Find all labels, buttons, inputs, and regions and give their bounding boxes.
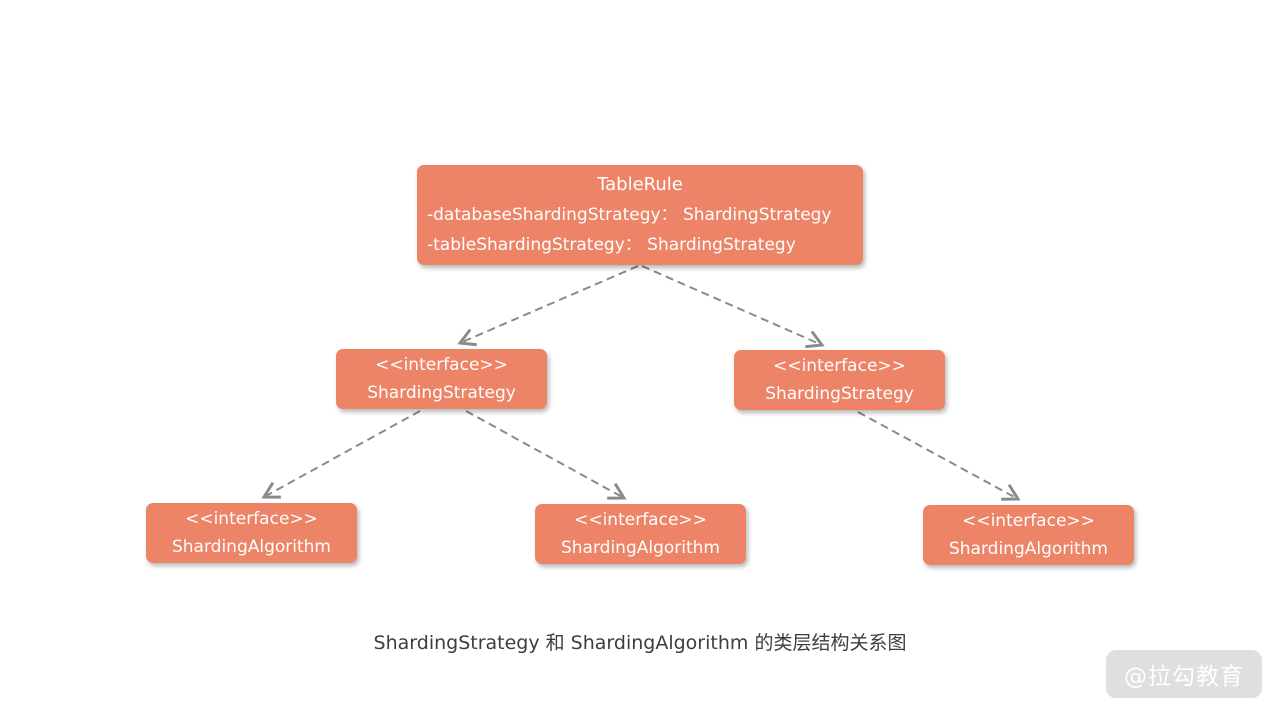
stereotype-label: <<interface>>: [185, 509, 318, 529]
interface-name: ShardingStrategy: [765, 384, 914, 404]
node-sharding-strategy-right: <<interface>> ShardingStrategy: [734, 350, 945, 410]
tablerule-title: TableRule: [597, 174, 683, 195]
tablerule-field-table-sharding-strategy: -tableShardingStrategy： ShardingStrategy: [427, 235, 796, 255]
node-tablerule: TableRule -databaseShardingStrategy： Sha…: [417, 165, 863, 265]
interface-name: ShardingStrategy: [367, 383, 516, 403]
connector-strategy-left-to-algo-middle: [465, 410, 627, 500]
connector-strategy-right-to-algo-right: [857, 411, 1021, 501]
node-sharding-algorithm-left: <<interface>> ShardingAlgorithm: [146, 503, 357, 563]
interface-name: ShardingAlgorithm: [948, 539, 1108, 559]
interface-name: ShardingAlgorithm: [560, 538, 720, 558]
stereotype-label: <<interface>>: [574, 510, 707, 530]
node-sharding-strategy-left: <<interface>> ShardingStrategy: [336, 349, 547, 409]
diagram-caption: ShardingStrategy 和 ShardingAlgorithm 的类层…: [373, 632, 907, 654]
stereotype-label: <<interface>>: [962, 511, 1095, 531]
stereotype-label: <<interface>>: [773, 356, 906, 376]
watermark-badge: @拉勾教育: [1106, 650, 1262, 698]
connector-tablerule-to-strategy-left: [457, 265, 639, 347]
node-sharding-algorithm-right: <<interface>> ShardingAlgorithm: [923, 505, 1134, 565]
connector-tablerule-to-strategy-right: [641, 265, 825, 349]
interface-name: ShardingAlgorithm: [171, 537, 331, 557]
node-sharding-algorithm-middle: <<interface>> ShardingAlgorithm: [535, 504, 746, 564]
connector-strategy-left-to-algo-left: [261, 410, 421, 499]
stereotype-label: <<interface>>: [375, 355, 508, 375]
tablerule-field-database-sharding-strategy: -databaseShardingStrategy： ShardingStrat…: [427, 205, 832, 225]
